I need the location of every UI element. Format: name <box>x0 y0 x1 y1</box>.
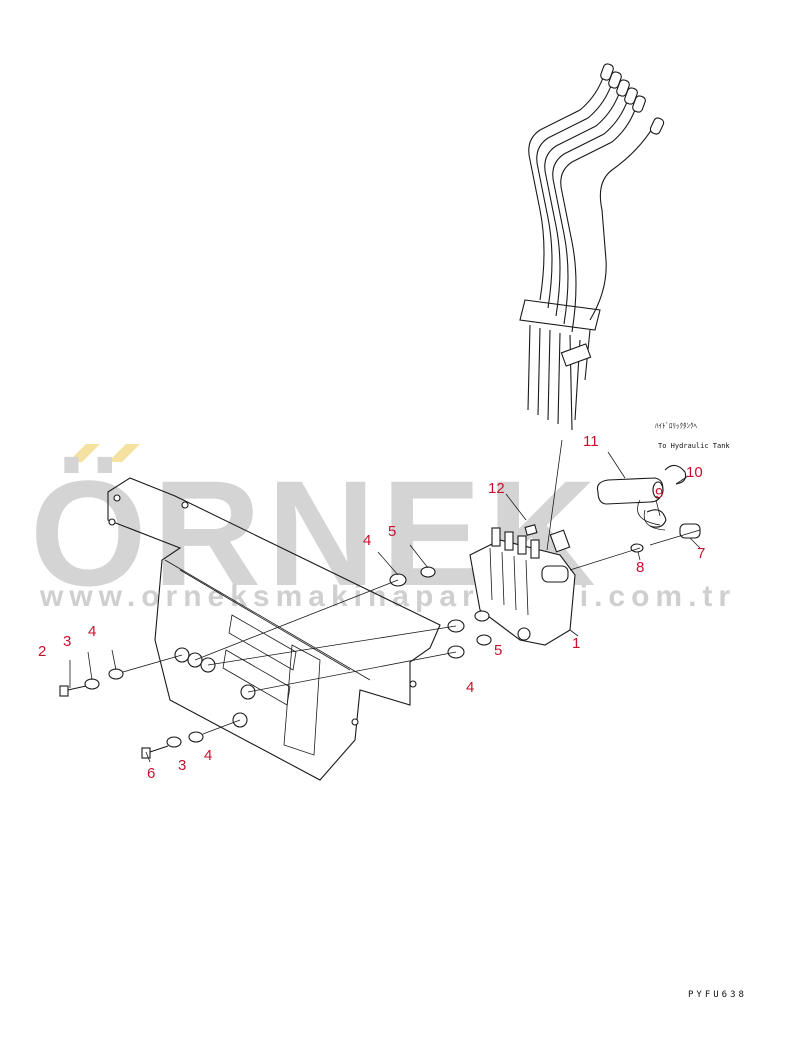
callout-5-right: 5 <box>494 642 502 659</box>
control-valve <box>469 524 576 646</box>
callout-12: 12 <box>488 480 505 497</box>
callout-2: 2 <box>38 643 46 660</box>
callout-3: 3 <box>63 633 71 650</box>
callout-11: 11 <box>583 433 599 450</box>
callout-5-upper: 5 <box>388 523 396 540</box>
control-lever-bundle <box>519 63 665 551</box>
note-japanese: ﾊｲﾄﾞﾛﾘｯｸﾀﾝｸﾍ <box>655 422 697 430</box>
fasteners <box>59 566 492 759</box>
watermark-url: www.orneksmakinaparcalari.com.tr <box>39 580 736 613</box>
mounting-plate <box>107 477 441 781</box>
callout-3-lower: 3 <box>178 757 186 774</box>
callouts: 1 2 3 4 3 4 6 4 5 4 5 7 8 9 10 11 12 <box>38 433 705 782</box>
callout-6: 6 <box>147 765 155 782</box>
callout-8: 8 <box>636 559 644 576</box>
drawing-code: PYFU638 <box>688 990 747 1000</box>
note-english: To Hydraulic Tank <box>658 442 730 450</box>
callout-7: 7 <box>697 545 705 562</box>
callout-9: 9 <box>655 485 663 502</box>
leader-lines <box>69 451 701 763</box>
watermark-accent-mark <box>68 444 140 462</box>
callout-4-lower: 4 <box>204 747 212 764</box>
callout-4: 4 <box>88 623 96 640</box>
callout-4-upper: 4 <box>363 532 371 549</box>
callout-10: 10 <box>686 464 703 481</box>
hydraulic-hose-group <box>569 464 701 571</box>
callout-1: 1 <box>572 635 580 652</box>
callout-4-right: 4 <box>466 679 474 696</box>
